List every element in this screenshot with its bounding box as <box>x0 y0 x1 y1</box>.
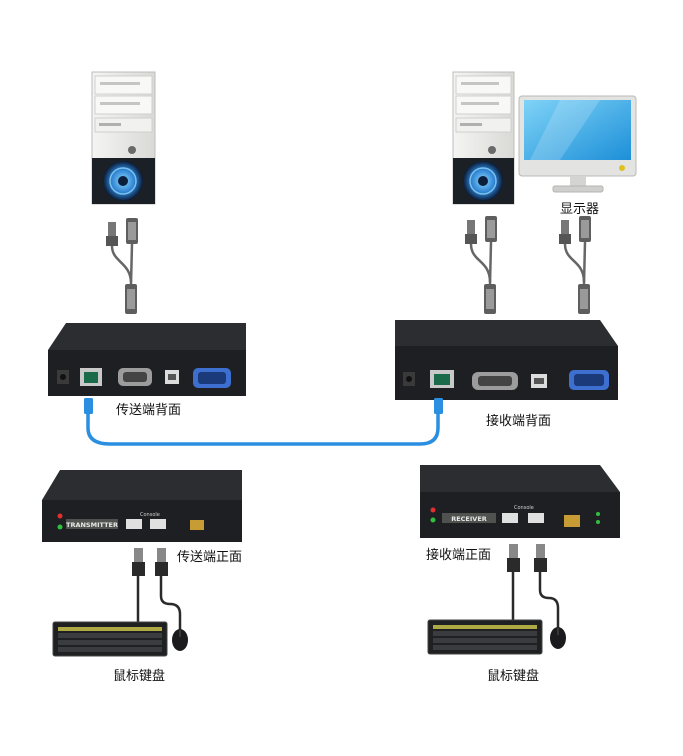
pc-tower-right <box>453 72 514 204</box>
mouse-right <box>550 627 566 649</box>
transmitter-label: TRANSMITTER <box>66 521 118 529</box>
transmitter-front-unit: TRANSMITTER Console <box>42 470 242 542</box>
mouse-left <box>172 629 188 651</box>
usb-vga-cable-right-pc <box>465 216 497 314</box>
receiver-rear-label: 接收端背面 <box>486 410 551 429</box>
monitor <box>519 96 636 192</box>
pc-tower-left <box>92 72 155 204</box>
kbm-cables-left <box>132 548 180 632</box>
monitor-label: 显示器 <box>560 198 599 217</box>
tx-console-label: Console <box>140 512 160 518</box>
kbm-cables-right <box>507 544 558 630</box>
rx-console-label: Console <box>514 505 534 511</box>
receiver-front-unit: RECEIVER Console <box>420 465 620 538</box>
transmitter-rear-label: 传送端背面 <box>116 399 181 418</box>
receiver-label: RECEIVER <box>451 515 487 523</box>
receiver-rear-unit <box>395 320 618 400</box>
keyboard-mouse-label-left: 鼠标键盘 <box>113 665 165 684</box>
usb-vga-cable-left <box>106 218 138 314</box>
keyboard-right <box>428 620 542 654</box>
keyboard-mouse-label-right: 鼠标键盘 <box>487 665 539 684</box>
transmitter-front-label: 传送端正面 <box>177 546 242 565</box>
receiver-front-label: 接收端正面 <box>426 544 491 563</box>
keyboard-left <box>53 622 167 656</box>
transmitter-rear-unit <box>48 323 246 396</box>
usb-vga-cable-monitor <box>559 216 591 314</box>
